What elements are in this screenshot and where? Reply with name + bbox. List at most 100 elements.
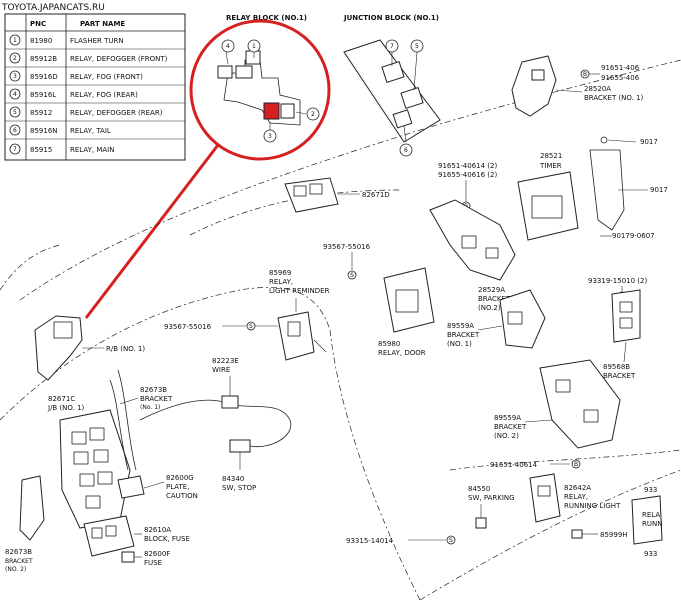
legend-row-number: 5 bbox=[13, 109, 17, 116]
part-91651-406: 91651-406 bbox=[601, 64, 640, 72]
bracket-82673b-number: (No. 1) bbox=[140, 404, 160, 411]
runn-label: RUNN bbox=[642, 520, 662, 528]
part-84550: 84550 bbox=[468, 485, 490, 493]
legend-row: 3 85916D RELAY, FOG (FRONT) bbox=[9, 70, 143, 82]
zoom-callout-number: 3 bbox=[268, 133, 272, 140]
legend-row-name: RELAY, DEFOGGER (REAR) bbox=[70, 109, 163, 117]
legend-row-number: 3 bbox=[13, 73, 17, 80]
part-933-a: 933 bbox=[644, 486, 657, 494]
legend-row-pnc: 85912B bbox=[30, 55, 57, 63]
relay-block-zoom: 4 1 2 3 bbox=[84, 19, 331, 319]
part-93319-15010-2: 93319-15010 (2) bbox=[588, 277, 647, 285]
part-82610a: 82610A bbox=[144, 526, 171, 534]
part-85980: 85980 bbox=[378, 340, 400, 348]
jb-no1-label: J/B (NO. 1) bbox=[47, 404, 85, 412]
part-933-b: 933 bbox=[644, 550, 657, 558]
block-fuse-label: BLOCK, FUSE bbox=[144, 535, 190, 543]
legend-row: 1 81980 FLASHER TURN bbox=[9, 34, 124, 46]
caution-label: CAUTION bbox=[166, 492, 198, 500]
sw-parking-label: SW, PARKING bbox=[468, 494, 515, 502]
part-82223e: 82223E bbox=[212, 357, 239, 365]
relay-running-light-line1: RELAY, bbox=[564, 493, 588, 501]
legend-row-pnc: 85916D bbox=[30, 73, 58, 81]
part-85969: 85969 bbox=[269, 269, 291, 277]
rb-no1-label: R/B (NO. 1) bbox=[106, 345, 145, 353]
legend-row-number: 7 bbox=[13, 146, 17, 153]
part-82671d: 82671D bbox=[362, 191, 390, 199]
legend-row-pnc: 85915 bbox=[30, 146, 52, 154]
part-28529a: 28529A bbox=[478, 286, 505, 294]
wire-label: WIRE bbox=[212, 366, 230, 374]
legend-row-pnc: 81980 bbox=[30, 37, 52, 45]
legend-row-name: FLASHER TURN bbox=[70, 37, 124, 45]
zoom-callout-number: 1 bbox=[252, 43, 256, 50]
legend-row-name: RELAY, DEFOGGER (FRONT) bbox=[70, 55, 168, 63]
bracket-no2-label: BRACKET bbox=[478, 295, 511, 303]
rela-label: RELA bbox=[642, 511, 660, 519]
bracket-no2-number-b: (NO. 2) bbox=[494, 432, 519, 440]
part-85999h: 85999H bbox=[600, 531, 628, 539]
legend-row: 5 85912 RELAY, DEFOGGER (REAR) bbox=[9, 106, 163, 118]
legend-row: 6 85916N RELAY, TAIL bbox=[9, 124, 111, 136]
zoom-callout-number: 4 bbox=[226, 43, 230, 50]
legend-row-number: 4 bbox=[13, 91, 17, 98]
part-82673b-a: 82673B bbox=[140, 386, 167, 394]
bracket-82673b-b-number: (NO. 2) bbox=[5, 566, 26, 573]
relay-door-label: RELAY, DOOR bbox=[378, 349, 426, 357]
legend-row-number: 6 bbox=[13, 127, 17, 134]
callout-b: B bbox=[583, 71, 587, 78]
part-89568b: 89568B bbox=[603, 363, 630, 371]
relay-light-reminder-line1: RELAY, bbox=[269, 278, 293, 286]
relay-block-header: RELAY BLOCK (NO.1) bbox=[226, 14, 307, 22]
legend-header-pnc: PNC bbox=[30, 20, 46, 28]
part-28520a: 28520A bbox=[584, 85, 611, 93]
callout-b: B bbox=[574, 461, 578, 468]
parts-legend-table: PNC PART NAME 1 81980 FLASHER TURN 2 859… bbox=[4, 13, 186, 161]
relay-light-reminder-line2: LIGHT REMINDER bbox=[269, 287, 330, 295]
relay-running-light-line2: RUNNING LIGHT bbox=[564, 502, 621, 510]
part-9017: 9017 bbox=[640, 138, 658, 146]
callout-s: S bbox=[449, 537, 453, 544]
callout-s: S bbox=[350, 272, 354, 279]
part-89559a-a: 89559A bbox=[447, 322, 474, 330]
part-91651-40614: 91651-40614 bbox=[490, 461, 538, 469]
timer-label: TIMER bbox=[539, 162, 562, 170]
bracket-no1-number: (NO. 1) bbox=[447, 340, 472, 348]
jb-callout-number: 6 bbox=[404, 147, 408, 154]
fuse-label: FUSE bbox=[144, 559, 162, 567]
part-28521: 28521 bbox=[540, 152, 562, 160]
bracket-82673b-b-label: BRACKET bbox=[5, 558, 33, 565]
part-82600g: 82600G bbox=[166, 474, 194, 482]
part-9017-b: 9017 bbox=[650, 186, 668, 194]
part-93567-55016-a: 93567-55016 bbox=[323, 243, 371, 251]
part-93567-55016-b: 93567-55016 bbox=[164, 323, 212, 331]
legend-row-number: 2 bbox=[13, 55, 17, 62]
part-82642a: 82642A bbox=[564, 484, 591, 492]
part-82671c: 82671C bbox=[48, 395, 75, 403]
legend-row: 2 85912B RELAY, DEFOGGER (FRONT) bbox=[9, 52, 168, 64]
legend-row: 4 85916L RELAY, FOG (REAR) bbox=[9, 88, 138, 100]
bracket-89559a-b: BRACKET bbox=[494, 423, 527, 431]
part-93315-14014: 93315-14014 bbox=[346, 537, 394, 545]
junction-block-header: JUNCTION BLOCK (NO.1) bbox=[343, 14, 439, 22]
bracket-no2-number: (NO.2) bbox=[478, 304, 501, 312]
jb-callout-number: 7 bbox=[390, 43, 394, 50]
highlighted-relay-icon bbox=[263, 102, 280, 120]
bracket-89568b-label: BRACKET bbox=[603, 372, 636, 380]
legend-row-name: RELAY, MAIN bbox=[70, 146, 114, 154]
legend-row: 7 85915 RELAY, MAIN bbox=[9, 143, 114, 155]
part-84340: 84340 bbox=[222, 475, 244, 483]
part-90179-0607: 90179-0607 bbox=[612, 232, 655, 240]
part-91651-40614-2: 91651-40614 (2) bbox=[438, 162, 497, 170]
sw-stop-label: SW, STOP bbox=[222, 484, 256, 492]
legend-row-name: RELAY, FOG (FRONT) bbox=[70, 73, 143, 81]
zoom-callout-number: 2 bbox=[311, 111, 315, 118]
bracket-82673b-label: BRACKET bbox=[140, 395, 173, 403]
callout-s: S bbox=[249, 323, 253, 330]
legend-row-pnc: 85912 bbox=[30, 109, 52, 117]
legend-row-pnc: 85916L bbox=[30, 91, 56, 99]
part-91655-406: 91655-406 bbox=[601, 74, 640, 82]
legend-header-name: PART NAME bbox=[80, 20, 125, 28]
legend-row-number: 1 bbox=[13, 37, 17, 44]
